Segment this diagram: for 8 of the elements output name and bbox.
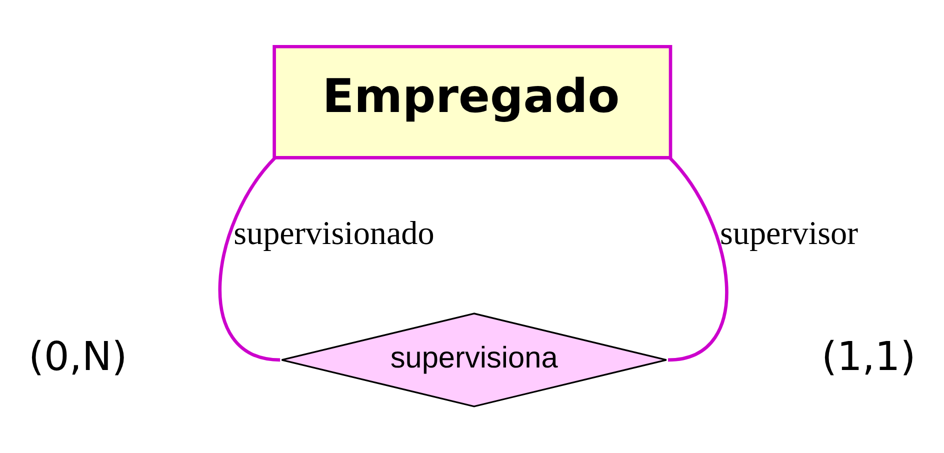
connector	[218, 156, 280, 362]
node-diamond: supervisiona	[280, 312, 668, 408]
connector	[668, 156, 728, 362]
label: (1,1)	[821, 334, 916, 380]
edge-label: supervisor	[720, 214, 858, 252]
edge-label: supervisionado	[234, 214, 434, 252]
node-box: Empregado	[272, 44, 672, 160]
label: (0,N)	[28, 334, 128, 380]
